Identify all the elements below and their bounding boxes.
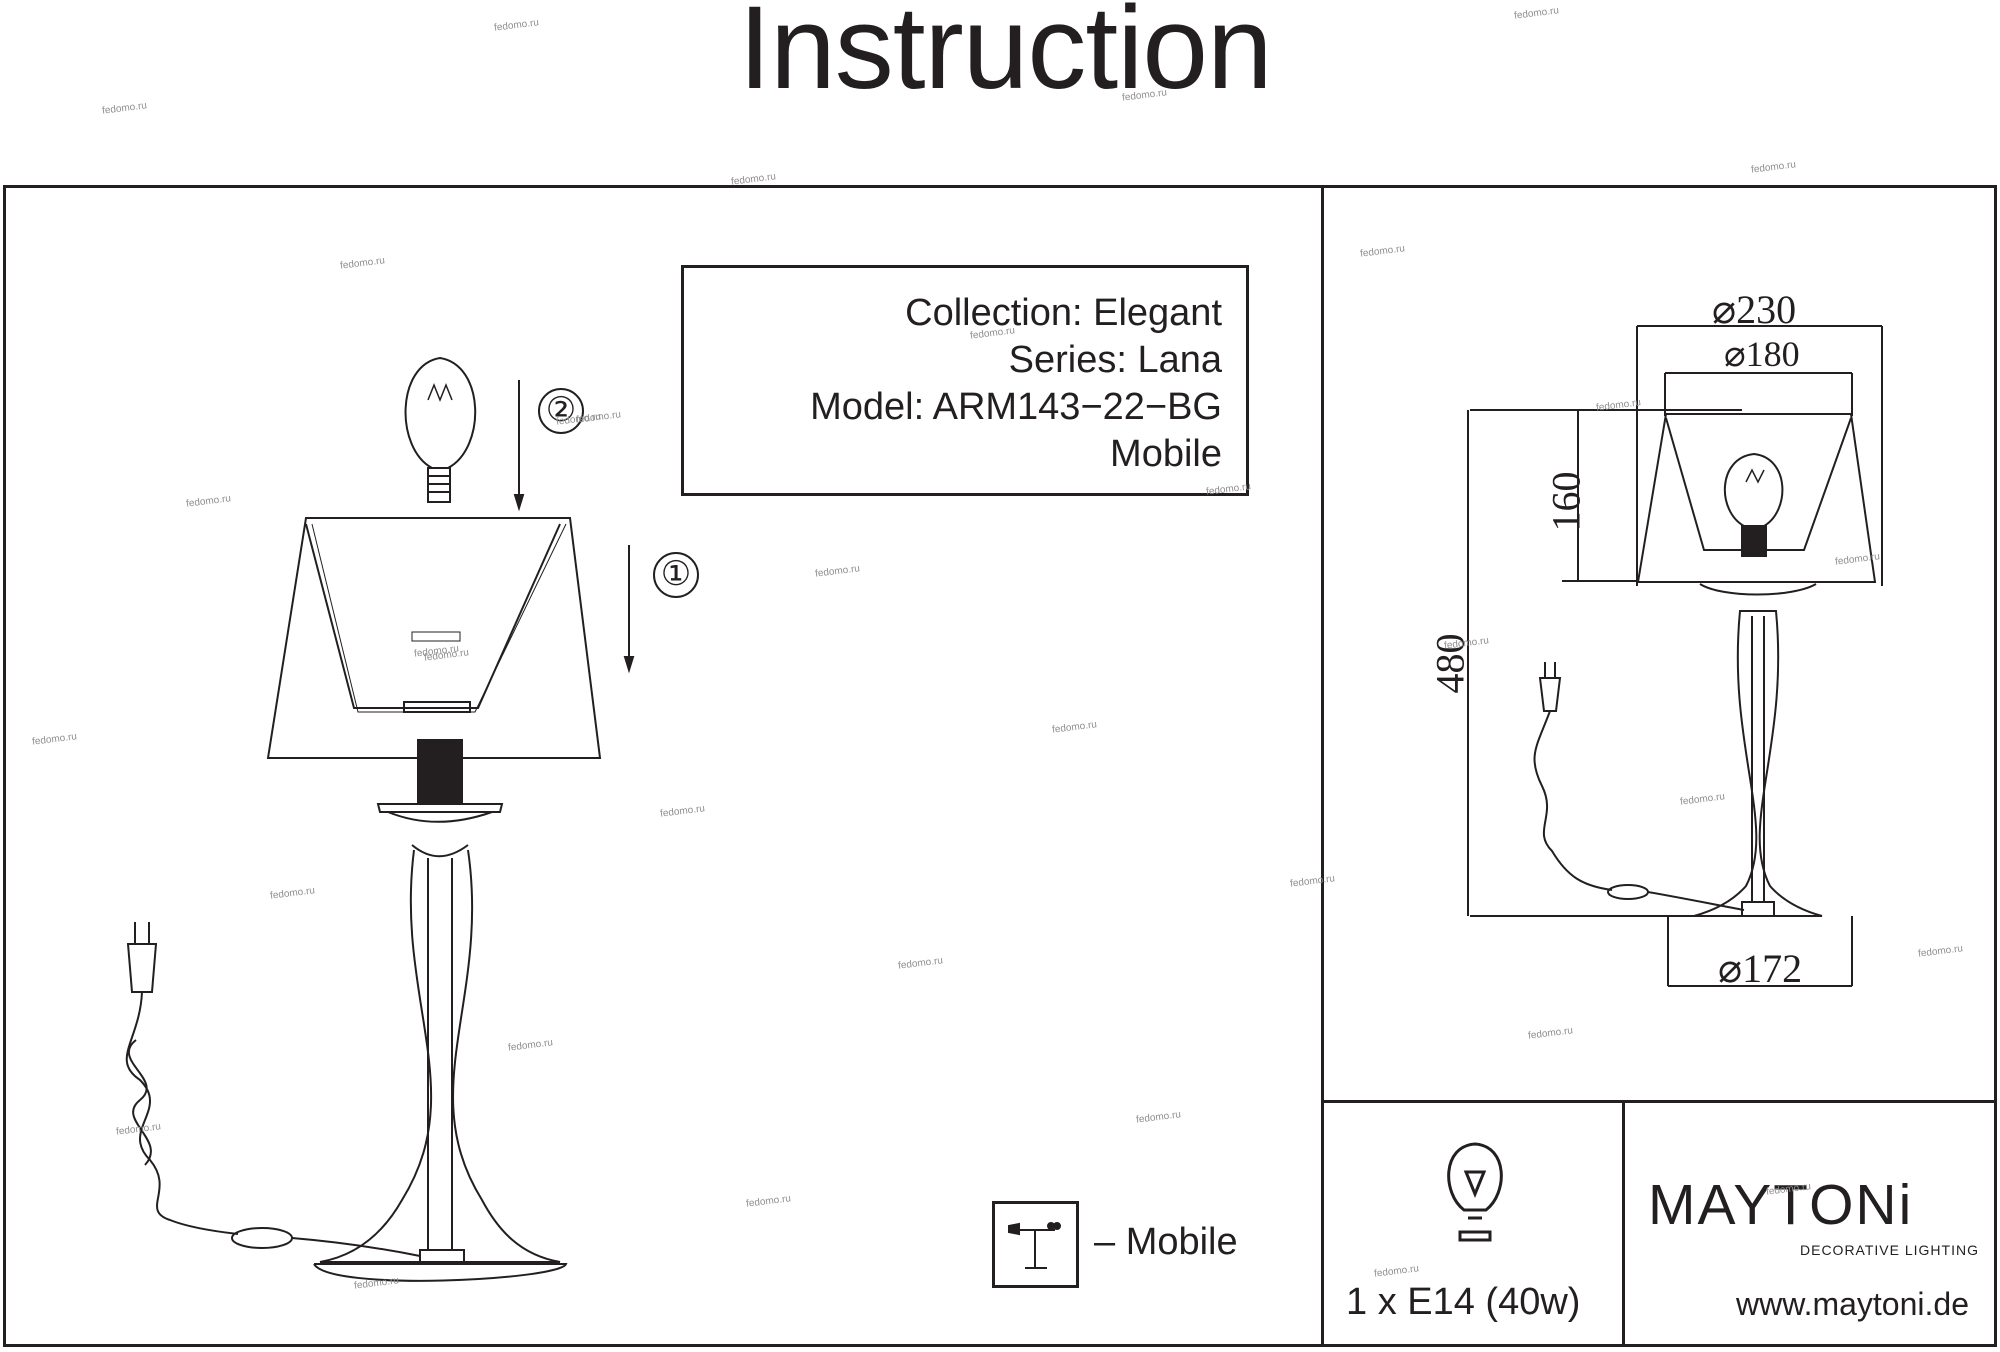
frame-divider-horizontal [1321,1100,1997,1103]
document-frame [3,185,1997,1347]
mobile-lamp-icon [992,1201,1079,1288]
assembly-drawing [125,356,635,1282]
series-label: Series: Lana [1008,339,1222,381]
base-diameter: ⌀172 [1718,946,1803,991]
page-title: Instruction [738,0,1272,114]
collection-label: Collection: Elegant [905,292,1222,334]
step-two-marker: ② [538,388,584,434]
brand-tagline: DECORATIVE LIGHTING [1800,1242,1979,1258]
brand-website: www.maytoni.de [1736,1286,1969,1322]
step-one-marker: ① [653,552,699,598]
dimension-drawing [1467,325,1883,987]
shade-top-diameter: ⌀230 [1712,287,1797,332]
shade-inner-diameter: ⌀180 [1724,334,1800,374]
mobile-legend-label: – Mobile [1094,1221,1238,1263]
shade-height: 160 [1543,471,1589,532]
bulb-spec-label: 1 x E14 (40w) [1346,1281,1581,1323]
model-label: Model: ARM143−22−BG [810,386,1222,428]
frame-divider-bottom [1622,1100,1625,1347]
bulb-icon [404,356,477,503]
brand-logo: MAYTONi [1648,1173,1914,1237]
bulb-spec-icon [1447,1142,1503,1242]
product-info-box: Collection: Elegant Series: Lana Model: … [681,265,1249,496]
frame-divider-vertical [1321,185,1324,1347]
watermark: fedomo.ru [1750,159,1797,176]
arrow-down-icon [513,380,635,674]
type-label: Mobile [1110,433,1222,475]
plug-icon [126,922,158,993]
